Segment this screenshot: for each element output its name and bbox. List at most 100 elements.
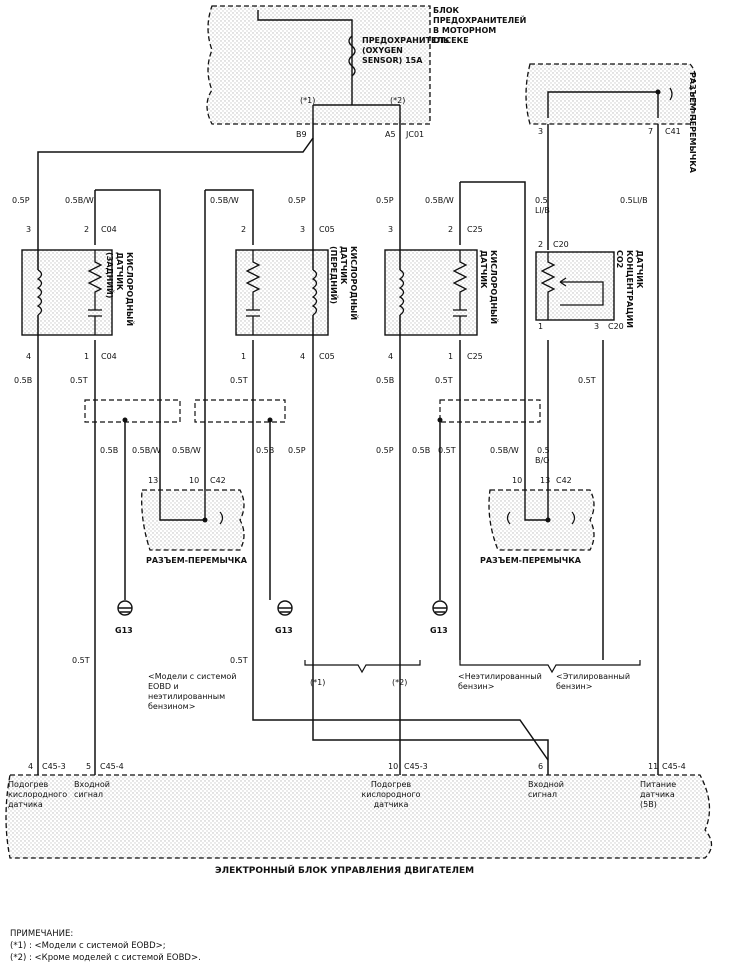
- ground-label-2: G13: [275, 626, 293, 635]
- ecu-pin-num-4: 6: [538, 762, 544, 771]
- mid-wire-2: 0.5B/W: [132, 446, 161, 455]
- front-pin-top-2: 2: [241, 225, 247, 234]
- rear-wire-b: 0.5B: [14, 376, 33, 385]
- jl-label: РАЗЪЕМ-ПЕРЕМЫЧКА: [146, 556, 247, 565]
- rear-pin-top-3: 3: [26, 225, 32, 234]
- lower-wire-left: 0.5T: [72, 656, 90, 665]
- mid-wire-4: 0.5B: [256, 446, 275, 455]
- ecu-block-shape: [5, 774, 713, 859]
- jr-pin-13: 13: [540, 476, 551, 485]
- co2-pin-1: 1: [538, 322, 544, 331]
- third-wire-p: 0.5P: [376, 196, 394, 205]
- ecu-pin-num-1: 4: [28, 762, 34, 771]
- front-wire-p: 0.5P: [288, 196, 306, 205]
- fuse-block-shape: [206, 5, 431, 125]
- front-pin-bot-4: 4: [300, 352, 306, 361]
- jr-conn: C42: [556, 476, 572, 485]
- ecu-pin-label-3: Подогрев кислородного датчика: [361, 780, 421, 809]
- conn-jc01: JC01: [406, 130, 425, 139]
- wires: [37, 118, 659, 765]
- co2-pin-2: 2: [538, 240, 544, 249]
- fuse-block-title: БЛОК ПРЕДОХРАНИТЕЛЕЙ В МОТОРНОМ ОТСЕКЕ: [433, 6, 527, 45]
- shields: [84, 399, 541, 423]
- conn-b9: B9: [296, 130, 307, 139]
- co2-sensor-label: ДАТЧИК КОНЦЕНТРАЦИИ CO2: [615, 250, 644, 328]
- mid-wire-9: 0.5B/W: [490, 446, 519, 455]
- fuse-pin-2: (*2): [390, 96, 406, 105]
- co2-conn-top: C20: [553, 240, 569, 249]
- ground-label-1: G13: [115, 626, 133, 635]
- sensor-third-box: [384, 249, 478, 336]
- co2-conn-bot: C20: [608, 322, 624, 331]
- lower-wire-mid: 0.5T: [230, 656, 248, 665]
- ground-label-3: G13: [430, 626, 448, 635]
- variant-unleaded: <Неэтилированный бензин>: [458, 672, 542, 691]
- jr-label: РАЗЪЕМ-ПЕРЕМЫЧКА: [480, 556, 581, 565]
- fuse-label: ПРЕДОХРАНИТЕЛЬ (OXYGEN SENSOR) 15A: [362, 36, 450, 65]
- rear-pin-top-2: 2: [84, 225, 90, 234]
- ecu-pin-num-3: 10: [388, 762, 399, 771]
- top-jumper-pin-3: 3: [538, 127, 544, 136]
- variant-p2: (*2): [392, 678, 408, 687]
- third-wire-b: 0.5B: [376, 376, 395, 385]
- third-wire-t: 0.5T: [435, 376, 453, 385]
- ecu-title: ЭЛЕКТРОННЫЙ БЛОК УПРАВЛЕНИЯ ДВИГАТЕЛЕМ: [215, 866, 475, 876]
- third-conn-top: C25: [467, 225, 483, 234]
- mid-wire-7: 0.5B: [412, 446, 431, 455]
- jr-pin-10: 10: [512, 476, 523, 485]
- front-wire-t: 0.5T: [230, 376, 248, 385]
- footnote: ПРИМЕЧАНИЕ: (*1) : <Модели с системой EO…: [10, 928, 201, 964]
- rear-pin-bot-4: 4: [26, 352, 32, 361]
- rear-conn-top: C04: [101, 225, 117, 234]
- ecu-pin-num-2: 5: [86, 762, 92, 771]
- rear-conn-bot: C04: [101, 352, 117, 361]
- sensor-front-box: [235, 249, 329, 336]
- ecu-pin-conn-5: C45-4: [662, 762, 686, 771]
- third-pin-top-2: 2: [448, 225, 454, 234]
- mid-wire-8: 0.5T: [438, 446, 456, 455]
- third-pin-top-3: 3: [388, 225, 394, 234]
- mid-wire-6: 0.5P: [376, 446, 394, 455]
- ecu-pin-conn-2: C45-4: [100, 762, 124, 771]
- third-wire-bw: 0.5B/W: [425, 196, 454, 205]
- jumper-left-shape: [141, 489, 245, 551]
- top-jumper-label: РАЗЪЕМ-ПЕРЕМЫЧКА: [688, 72, 697, 173]
- ecu-pin-label-5: Питание датчика (5В): [640, 780, 677, 809]
- ecu-pin-conn-1: C45-3: [42, 762, 66, 771]
- footnote-line-1: (*1) : <Модели с системой EOBD>;: [10, 941, 166, 951]
- third-sensor-label: КИСЛОРОДНЫЙ ДАТЧИК: [479, 250, 498, 325]
- grounds: [117, 600, 448, 616]
- front-sensor-label: КИСЛОРОДНЫЙ ДАТЧИК (ПЕРЕДНИЙ): [329, 246, 358, 321]
- front-conn-top: C05: [319, 225, 335, 234]
- ecu-pin-label-4: Входной сигнал: [528, 780, 564, 799]
- co2-wire-right: 0.5Ll/B: [620, 196, 648, 205]
- jumper-right-shape: [488, 489, 595, 551]
- co2-wire-t: 0.5T: [578, 376, 596, 385]
- mid-wire-1: 0.5B: [100, 446, 119, 455]
- third-conn-bot: C25: [467, 352, 483, 361]
- ecu-pin-label-1: Подогрев кислородного датчика: [8, 780, 68, 809]
- top-jumper-conn: C41: [665, 127, 681, 136]
- front-conn-bot: C05: [319, 352, 335, 361]
- jl-pin-10: 10: [189, 476, 200, 485]
- jl-conn: C42: [210, 476, 226, 485]
- rear-wire-t: 0.5T: [70, 376, 88, 385]
- front-pin-bot-1: 1: [241, 352, 247, 361]
- top-jumper-shape: [525, 63, 696, 125]
- footnote-line-2: (*2) : <Кроме моделей с системой EOBD>.: [10, 953, 201, 963]
- third-pin-bot-1: 1: [448, 352, 454, 361]
- shield-junctions: [122, 417, 443, 423]
- fuse-pin-1: (*1): [300, 96, 316, 105]
- co2-wire-top: 0.5 Ll/B: [535, 196, 550, 215]
- ecu-pin-num-5: 11: [648, 762, 659, 771]
- conn-a5: A5: [385, 130, 396, 139]
- rear-pin-bot-1: 1: [84, 352, 90, 361]
- co2-pin-3: 3: [594, 322, 600, 331]
- mid-wire-3: 0.5B/W: [172, 446, 201, 455]
- jl-pin-13: 13: [148, 476, 159, 485]
- front-wire-bw: 0.5B/W: [210, 196, 239, 205]
- variant-brackets: [304, 660, 641, 674]
- ecu-pin-label-2: Входной сигнал: [74, 780, 110, 799]
